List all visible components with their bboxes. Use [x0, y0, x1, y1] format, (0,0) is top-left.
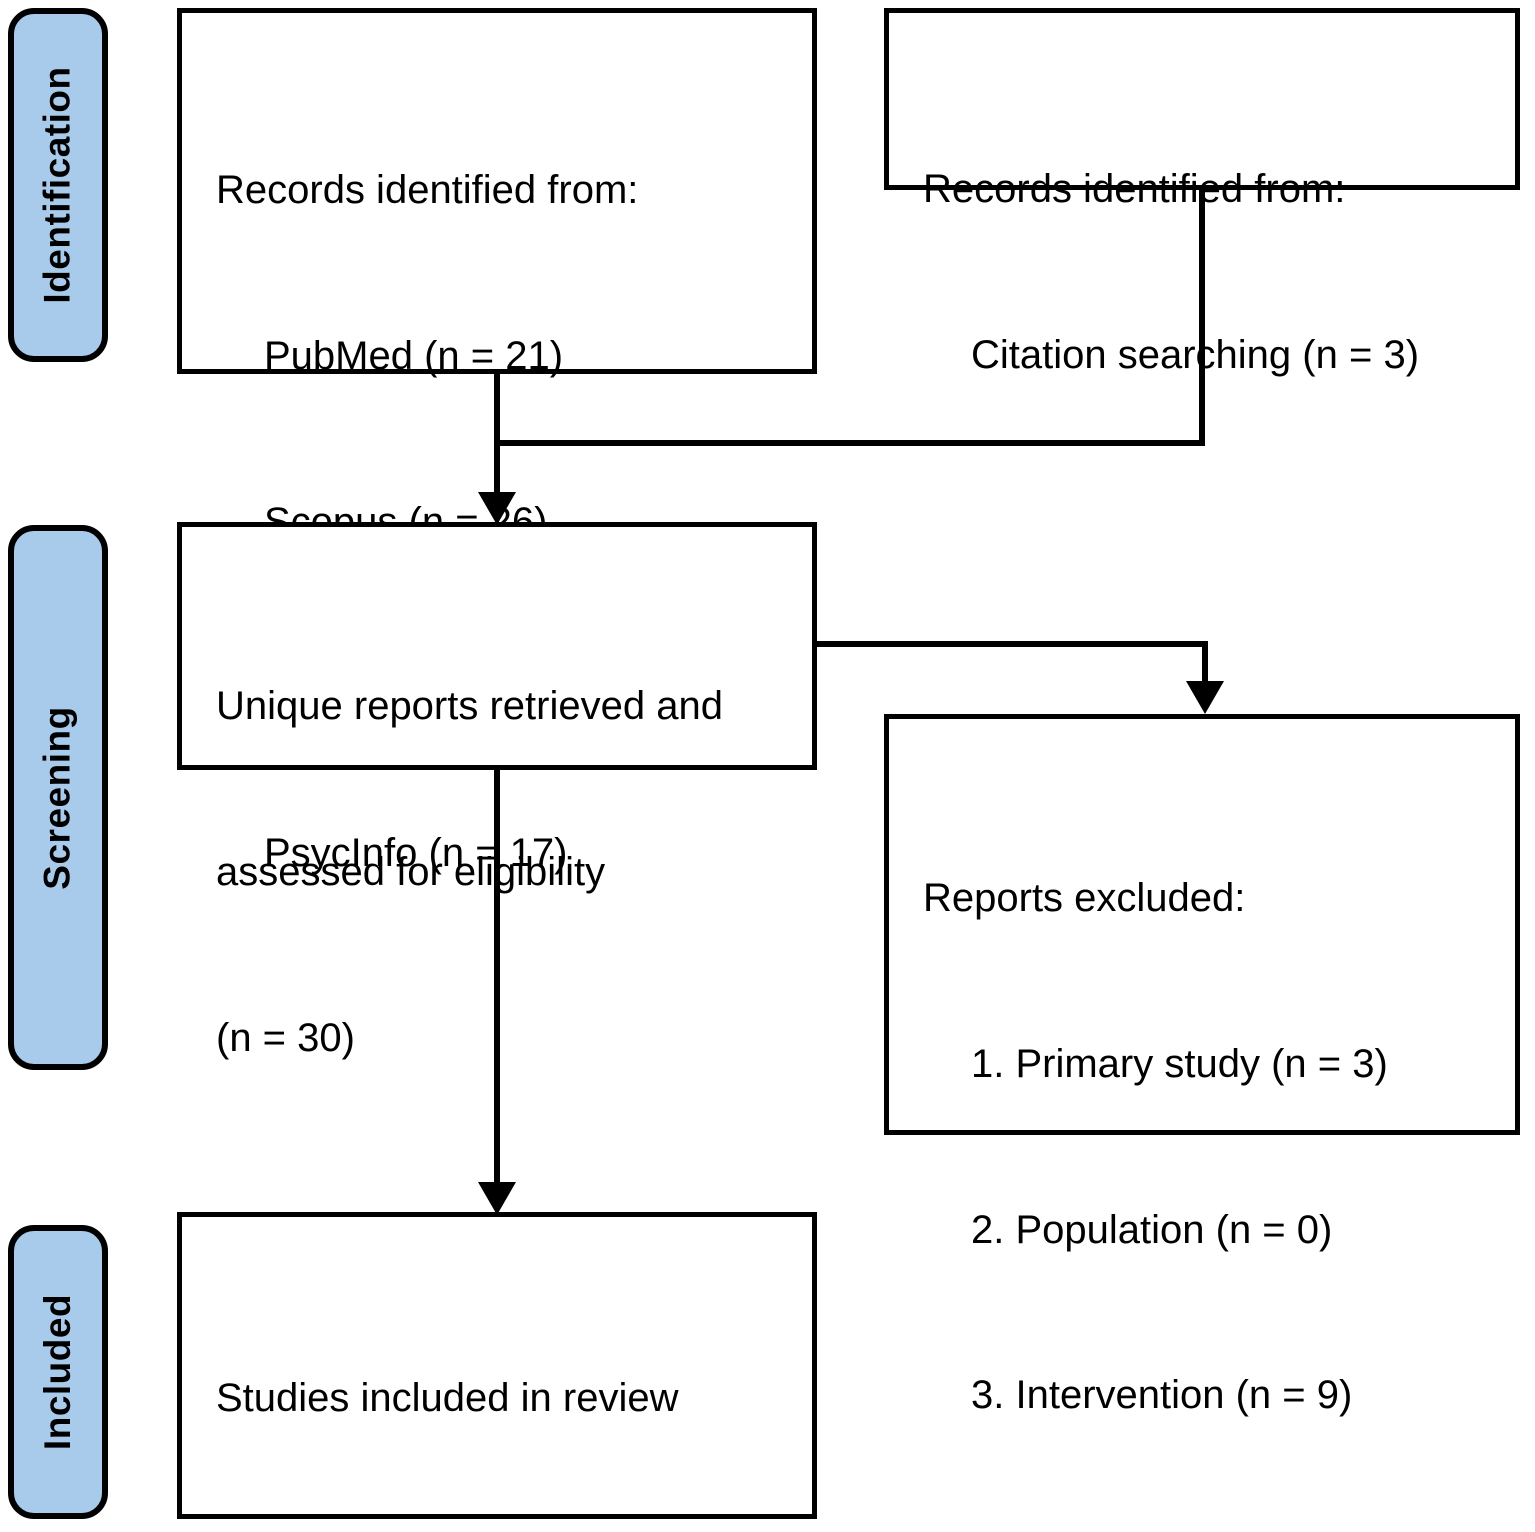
connector-to-included-vertical — [494, 770, 500, 1194]
records-databases-item-pubmed: PubMed (n = 21) — [264, 333, 564, 378]
connector-databases-down — [494, 374, 500, 504]
box-studies-included: Studies included in review (n = 16) Effe… — [177, 1212, 817, 1519]
stage-label-screening: Screening — [8, 525, 108, 1070]
stage-label-identification: Identification — [8, 8, 108, 362]
arrow-into-reports-excluded — [1186, 681, 1224, 714]
stage-label-screening-text: Screening — [37, 705, 78, 890]
box-unique-reports: Unique reports retrieved and assessed fo… — [177, 522, 817, 1060]
box-records-identified-citation: Records identified from: Citation search… — [884, 8, 1520, 377]
unique-reports-line-1: Unique reports retrieved and — [216, 684, 723, 729]
connector-citation-merge-horizontal — [494, 440, 1205, 446]
records-citation-heading: Records identified from: — [923, 167, 1346, 212]
studies-included-line-1: Studies included in review — [216, 1376, 679, 1421]
connector-to-excluded-vertical — [1202, 641, 1208, 683]
box-reports-excluded-text: Reports excluded: 1. Primary study (n = … — [923, 761, 1388, 1532]
connector-to-excluded-horizontal — [817, 641, 1208, 647]
reports-excluded-item-population: 2. Population (n = 0) — [971, 1207, 1333, 1252]
box-records-identified-citation-text: Records identified from: Citation search… — [923, 52, 1419, 494]
box-reports-excluded: Reports excluded: 1. Primary study (n = … — [884, 714, 1520, 1417]
records-databases-item-psycinfo: PsycInfo (n = 17) — [264, 830, 568, 875]
reports-excluded-item-primary-study: 1. Primary study (n = 3) — [971, 1041, 1388, 1086]
reports-excluded-heading: Reports excluded: — [923, 876, 1246, 921]
unique-reports-line-3: (n = 30) — [216, 1015, 355, 1060]
arrow-into-studies-included — [478, 1182, 516, 1215]
connector-citation-down — [1199, 190, 1205, 446]
records-citation-item-citation-searching: Citation searching (n = 3) — [971, 332, 1420, 377]
box-studies-included-text: Studies included in review (n = 16) Effe… — [216, 1261, 718, 1532]
stage-label-identification-text: Identification — [37, 66, 79, 304]
records-databases-heading: Records identified from: — [216, 168, 639, 213]
reports-excluded-item-intervention: 3. Intervention (n = 9) — [971, 1373, 1353, 1418]
box-records-identified-databases: Records identified from: PubMed (n = 21)… — [177, 8, 817, 875]
stage-label-included: Included — [8, 1225, 108, 1519]
unique-reports-line-2: assessed for eligibility — [216, 849, 606, 894]
stage-label-included-text: Included — [37, 1293, 78, 1451]
arrow-into-unique-reports — [478, 492, 516, 525]
box-unique-reports-text: Unique reports retrieved and assessed fo… — [216, 569, 723, 1176]
